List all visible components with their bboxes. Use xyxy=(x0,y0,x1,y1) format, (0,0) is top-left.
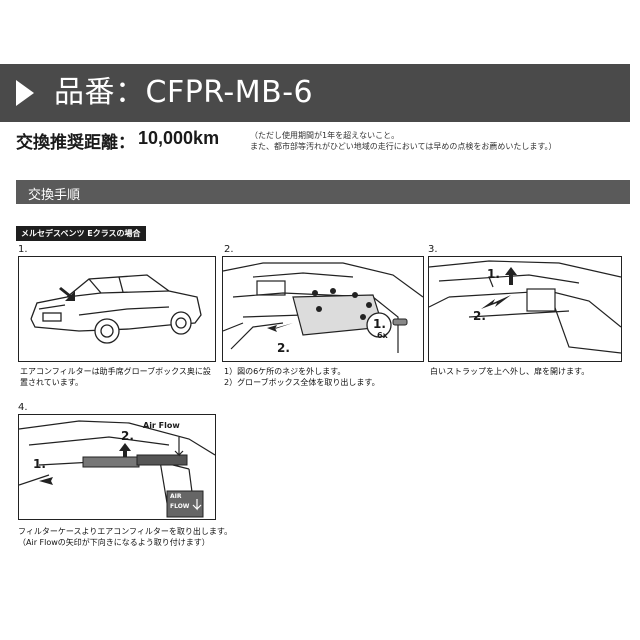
arrow-up-icon xyxy=(505,267,517,285)
callout-2: 2. xyxy=(473,309,486,323)
callout-2: 2. xyxy=(121,429,134,443)
step-1-caption-line1: エアコンフィルターは助手席グローブボックス奥に設 xyxy=(20,367,211,376)
filter-illustration xyxy=(19,420,215,518)
arrow-icon xyxy=(39,475,69,485)
step-1-illustration xyxy=(18,256,216,362)
play-arrow-icon xyxy=(16,80,34,106)
callout-2: 2. xyxy=(277,341,290,355)
step-3-illustration: 1. 2. xyxy=(428,256,622,362)
step-4-caption-line1: フィルターケースよりエアコンフィルターを取り出します。 xyxy=(18,527,233,536)
airflow-label: Air Flow xyxy=(143,421,180,430)
interval-note-line1: （ただし使用期間が1年を超えないこと。 xyxy=(250,131,400,140)
section-bar: 交換手順 xyxy=(16,180,630,204)
callout-count: 6x xyxy=(377,331,388,340)
step-3-number: 3. xyxy=(428,244,438,255)
car-illustration xyxy=(30,274,202,344)
step-2-illustration: 1. 6x 2. xyxy=(222,256,424,362)
interval-note-line2: また、都市部等汚れがひどい地域の走行においては早めの点検をお薦めいたします。） xyxy=(250,142,557,151)
interval-value: 10,000km xyxy=(138,128,220,148)
callout-1: 1. xyxy=(33,457,46,471)
arrow-down-icon xyxy=(119,443,131,457)
step-4-illustration: 1. 2. Air Flow AIR FLOW xyxy=(18,414,216,520)
step-2-caption-line1: 1）図の6ケ所のネジを外します。 xyxy=(224,367,346,376)
step-4-number: 4. xyxy=(18,402,28,413)
glovebox-illustration xyxy=(429,260,621,354)
airflow-sticker-line2: FLOW xyxy=(170,503,190,510)
callout-1: 1. xyxy=(487,267,500,281)
step-1-caption-line2: 置されています。 xyxy=(20,378,83,387)
section-title: 交換手順 xyxy=(28,188,81,203)
header-bar: 品番：CFPR-MB-6 xyxy=(0,64,630,122)
step-1-number: 1. xyxy=(18,244,28,255)
product-number-title: 品番：CFPR-MB-6 xyxy=(54,75,314,110)
step-2-number: 2. xyxy=(224,244,234,255)
dashboard-illustration xyxy=(223,262,423,353)
arrow-icon xyxy=(267,323,293,332)
model-label: メルセデスベンツ Eクラスの場合 xyxy=(16,226,146,241)
arrow-icon xyxy=(59,287,75,301)
interval-label: 交換推奨距離： xyxy=(16,133,135,153)
airflow-sticker-line1: AIR xyxy=(170,493,182,500)
step-4-caption-line2: （Air Flowの矢印が下向きになるよう取り付けます） xyxy=(18,538,210,547)
step-3-caption-line1: 白いストラップを上へ外し、扉を開けます。 xyxy=(430,367,590,376)
step-2-caption-line2: 2）グローブボックス全体を取り出します。 xyxy=(224,378,380,387)
arrow-icon xyxy=(481,295,511,309)
callout-1: 1. xyxy=(373,317,386,331)
